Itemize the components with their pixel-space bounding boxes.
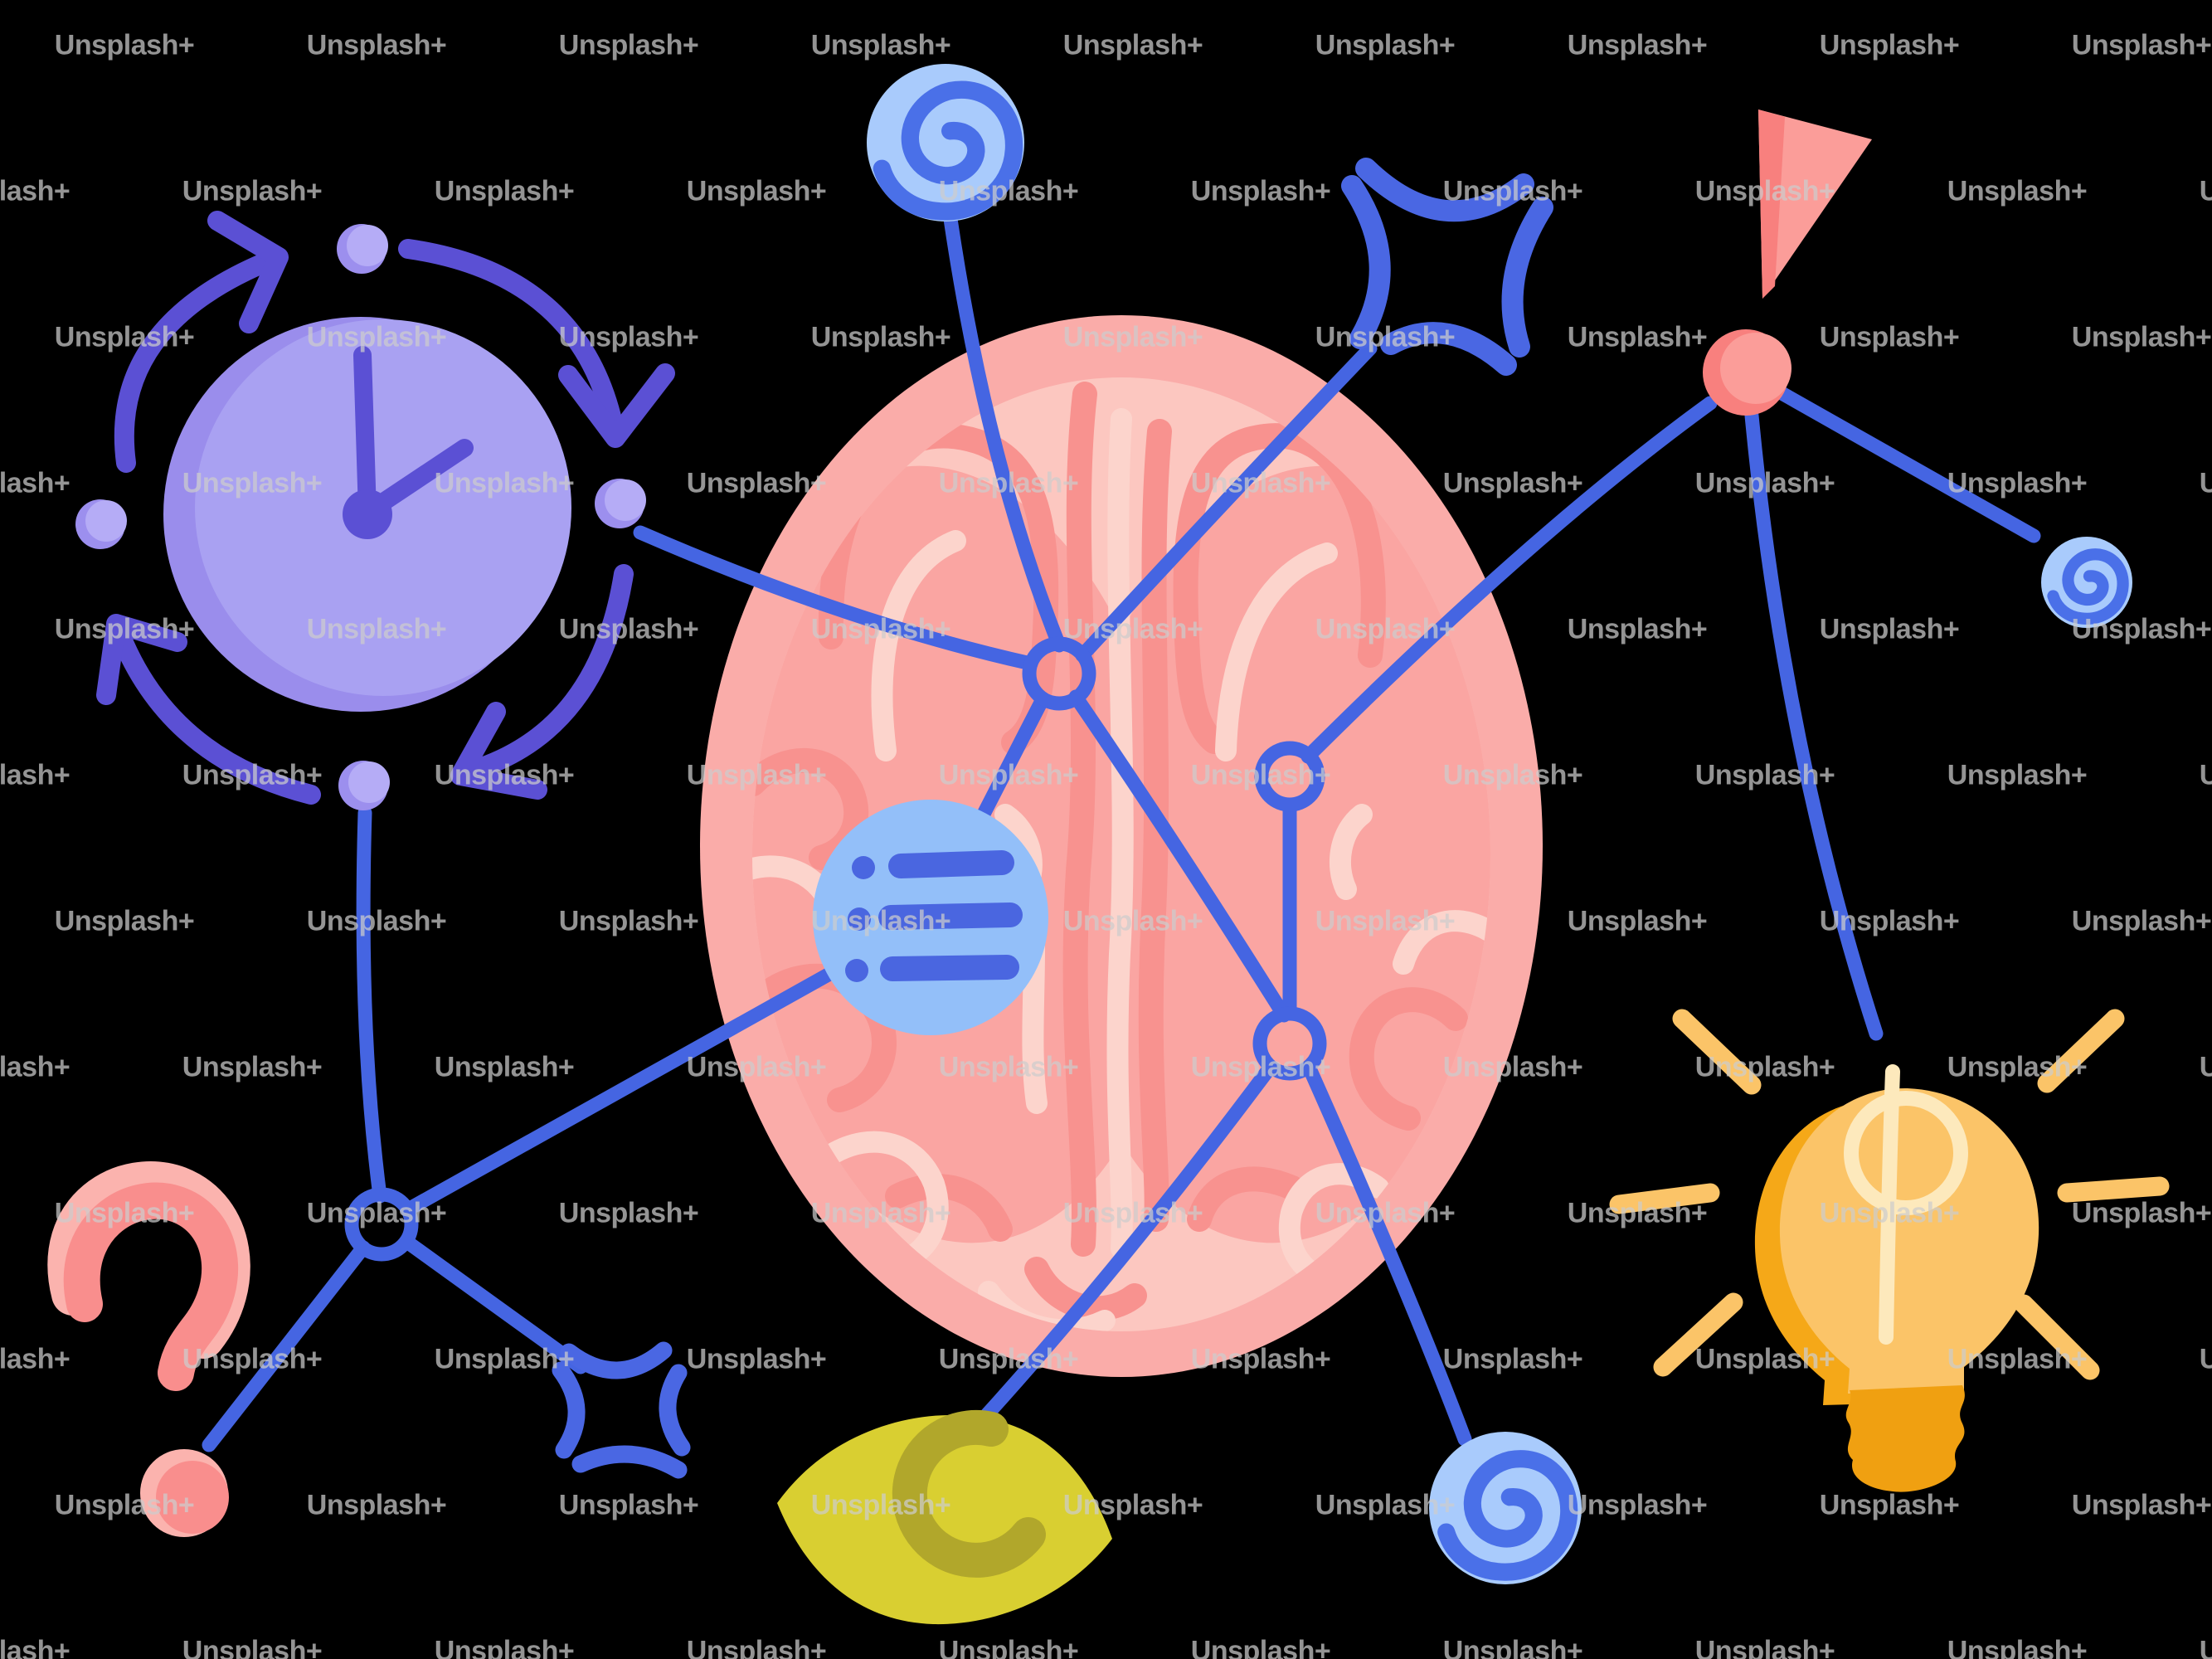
clock-hub bbox=[343, 489, 392, 539]
network-node bbox=[1252, 1006, 1327, 1081]
refresh-arrows bbox=[96, 211, 675, 805]
connector-line bbox=[1068, 689, 1291, 1023]
brain-icon bbox=[700, 315, 1543, 1377]
question-mark-icon bbox=[47, 1161, 250, 1537]
network-node bbox=[1254, 741, 1325, 812]
exclamation-icon bbox=[1703, 109, 1872, 416]
lightbulb-icon bbox=[1609, 1009, 2170, 1492]
list-icon bbox=[813, 800, 1048, 1035]
exclamation-triangle-shade bbox=[1758, 109, 1785, 299]
network-node bbox=[1022, 636, 1096, 711]
eye-body bbox=[777, 1414, 1112, 1625]
connector-line bbox=[1075, 341, 1378, 663]
bulb-filament-stem bbox=[1879, 1064, 1900, 1345]
eye-icon bbox=[777, 1409, 1112, 1625]
question-dot-core bbox=[156, 1461, 229, 1534]
connector-line bbox=[202, 1240, 371, 1452]
bulb-rays bbox=[1609, 1009, 2170, 1380]
connector-line bbox=[1776, 387, 2041, 543]
connector-line bbox=[1300, 396, 1718, 764]
connector-line bbox=[633, 525, 1038, 671]
exclamation-triangle bbox=[1758, 109, 1872, 299]
connector-line bbox=[943, 212, 1067, 653]
spiral-icon-top bbox=[867, 64, 1024, 221]
sparkle-icon-small bbox=[552, 1341, 691, 1479]
network-node bbox=[344, 1187, 419, 1262]
network-nodes bbox=[344, 636, 1327, 1262]
connector-line bbox=[1301, 1059, 1472, 1447]
connector-line bbox=[401, 1235, 588, 1374]
connector-line bbox=[967, 1059, 1278, 1436]
exclamation-dot-highlight bbox=[1720, 333, 1791, 404]
spiral-icon-bottom bbox=[1429, 1432, 1582, 1584]
sparkle-icon-large bbox=[1341, 158, 1553, 376]
bulb-filament-loop bbox=[1844, 1091, 1968, 1215]
bulb-glass bbox=[1779, 1087, 2039, 1394]
orbit-dots bbox=[75, 224, 646, 810]
bulb-base bbox=[1845, 1385, 1965, 1492]
spiral-icon-right bbox=[2041, 537, 2132, 628]
refresh-clock-icon bbox=[75, 211, 675, 810]
eye-pupil-crescent bbox=[892, 1409, 1046, 1578]
clock-minute-hand bbox=[353, 346, 377, 522]
connector-line bbox=[356, 805, 387, 1204]
connector-line bbox=[1744, 408, 1884, 1041]
